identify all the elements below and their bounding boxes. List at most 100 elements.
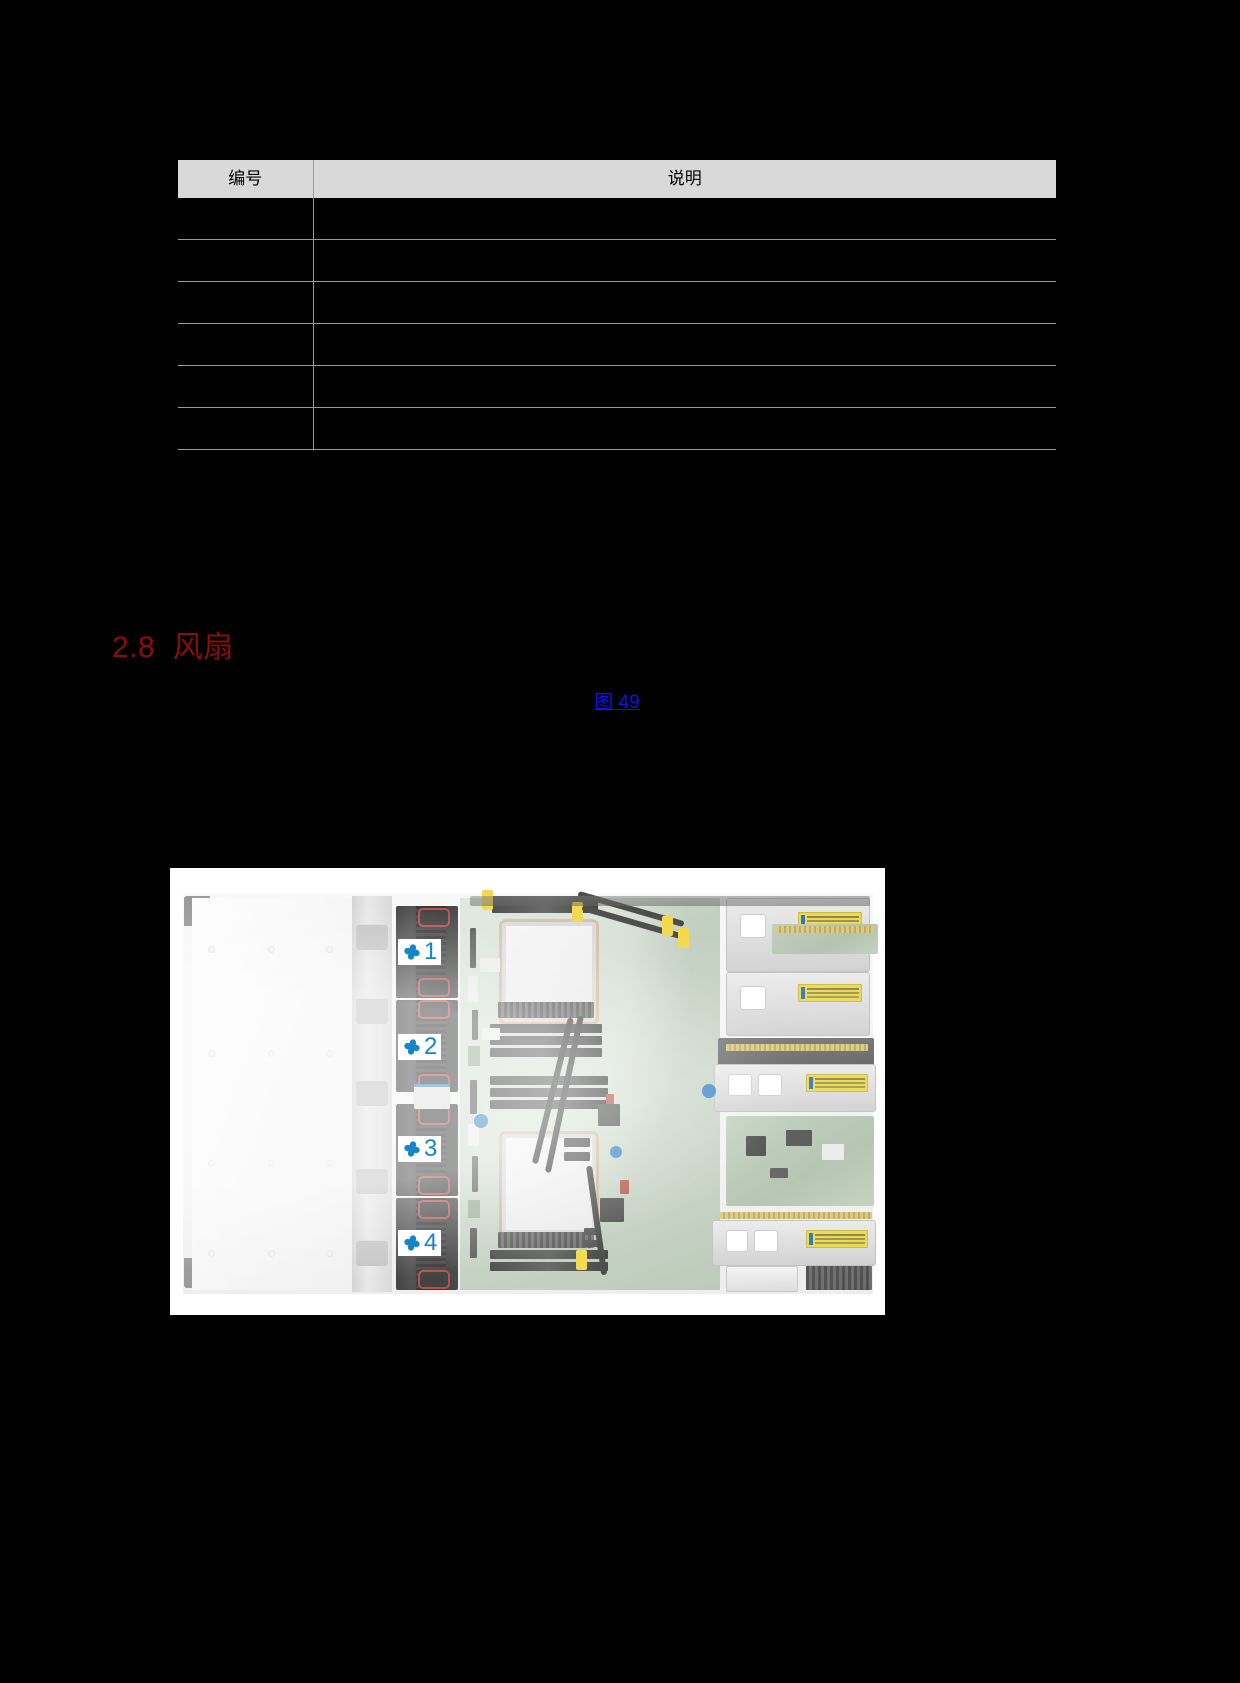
- fan-icon: [404, 1235, 420, 1251]
- table-header: 编号 说明: [178, 160, 1056, 198]
- cell-description: [313, 239, 1056, 282]
- cell-description: [313, 323, 1056, 366]
- board-component: [770, 1168, 788, 1178]
- cell-number: [178, 407, 314, 450]
- fan-icon: [404, 944, 420, 960]
- rail-clip: [356, 1080, 388, 1106]
- table-row: [178, 365, 1056, 408]
- board-component: [822, 1144, 844, 1160]
- table-row: [178, 407, 1056, 450]
- cable-tag: [576, 1250, 587, 1270]
- board-component: [468, 1046, 480, 1066]
- riser-vent: [728, 1074, 752, 1096]
- board-component: [480, 958, 500, 972]
- callout-fan-4: 4: [398, 1229, 442, 1256]
- screw-hole: [208, 946, 215, 953]
- screw-hole: [268, 1250, 275, 1257]
- screw-hole: [208, 1250, 215, 1257]
- memory-slot: [490, 1262, 608, 1271]
- riser-label-sticker: [806, 1230, 868, 1248]
- screw-hole: [268, 1050, 275, 1057]
- riser-vent: [758, 1074, 782, 1096]
- callout-fan-2: 2: [398, 1033, 442, 1060]
- cell-number: [178, 281, 314, 324]
- callout-fan-1: 1: [398, 938, 442, 965]
- riser-vent: [754, 1230, 778, 1252]
- board-component: [470, 1228, 477, 1258]
- board-connector: [564, 1152, 590, 1161]
- cell-description: [313, 407, 1056, 450]
- io-shield: [726, 1266, 798, 1292]
- memory-slot: [490, 1048, 602, 1057]
- cell-description: [313, 365, 1056, 408]
- table-body: [178, 198, 1056, 450]
- server-interior-photo: 1 2: [170, 868, 885, 1315]
- asic-chip: [600, 1198, 624, 1222]
- card-edge-connector: [776, 926, 874, 933]
- fan-release-handle[interactable]: [418, 1200, 450, 1219]
- cell-number: [178, 239, 314, 282]
- component-description-table: 编号 说明: [178, 160, 1056, 450]
- screw-hole: [268, 1160, 275, 1167]
- card-edge-connector: [726, 1044, 868, 1051]
- screw-hole: [208, 1160, 215, 1167]
- riser-label-sticker: [806, 1074, 868, 1092]
- fan-release-handle[interactable]: [418, 1270, 450, 1289]
- indicator-led: [474, 1114, 488, 1128]
- indicator-led: [610, 1146, 622, 1158]
- figure-cross-reference-link[interactable]: 图 49: [594, 692, 640, 713]
- fan-release-handle[interactable]: [418, 1000, 450, 1019]
- screw-hole: [326, 946, 333, 953]
- cable-tag: [678, 928, 689, 948]
- cell-number: [178, 365, 314, 408]
- chassis-cover-panel: [192, 898, 353, 1290]
- screw-hole: [326, 1160, 333, 1167]
- cell-description: [313, 198, 1056, 240]
- cell-number: [178, 198, 314, 240]
- board-component: [468, 1200, 480, 1218]
- system-board: [460, 896, 720, 1290]
- board-connector: [564, 1138, 590, 1147]
- screw-hole: [326, 1250, 333, 1257]
- board-component: [620, 1180, 629, 1194]
- fan-release-handle[interactable]: [418, 908, 450, 927]
- callout-fan-4-number: 4: [424, 1229, 438, 1256]
- riser-vent: [740, 986, 766, 1010]
- cable-tag: [662, 916, 673, 936]
- fan-connector: [414, 1084, 450, 1109]
- fan-release-handle[interactable]: [418, 1176, 450, 1195]
- table-row: [178, 323, 1056, 366]
- table-row: [178, 198, 1056, 240]
- table-row: [178, 281, 1056, 324]
- rail-clip: [356, 1168, 388, 1194]
- screw-hole: [208, 1050, 215, 1057]
- memory-slot: [490, 1024, 602, 1033]
- board-component: [786, 1130, 812, 1146]
- column-header-number: 编号: [178, 160, 314, 198]
- rail-clip: [356, 1240, 388, 1266]
- board-component: [472, 1156, 478, 1192]
- fan-release-handle[interactable]: [418, 978, 450, 997]
- table-row: [178, 239, 1056, 282]
- asic-chip: [598, 1104, 620, 1126]
- callout-fan-3-number: 3: [424, 1135, 438, 1162]
- riser-vent: [740, 914, 766, 938]
- figure-server-fan-layout: 1 2: [170, 868, 885, 1315]
- memory-slot: [490, 1036, 602, 1045]
- callout-fan-2-number: 2: [424, 1033, 438, 1060]
- board-component: [746, 1136, 766, 1156]
- memory-slot: [490, 1250, 608, 1259]
- heatsink: [498, 1232, 594, 1248]
- rail-clip: [356, 998, 388, 1024]
- fan-icon: [404, 1039, 420, 1055]
- callout-fan-1-number: 1: [424, 938, 438, 965]
- board-component: [470, 1080, 477, 1114]
- board-component: [470, 928, 476, 968]
- board-component: [482, 1028, 500, 1040]
- body-paragraph: 图 49: [178, 690, 1056, 717]
- column-header-description: 说明: [313, 160, 1056, 198]
- screw-hole: [326, 1050, 333, 1057]
- fan-icon: [404, 1141, 420, 1157]
- cell-description: [313, 281, 1056, 324]
